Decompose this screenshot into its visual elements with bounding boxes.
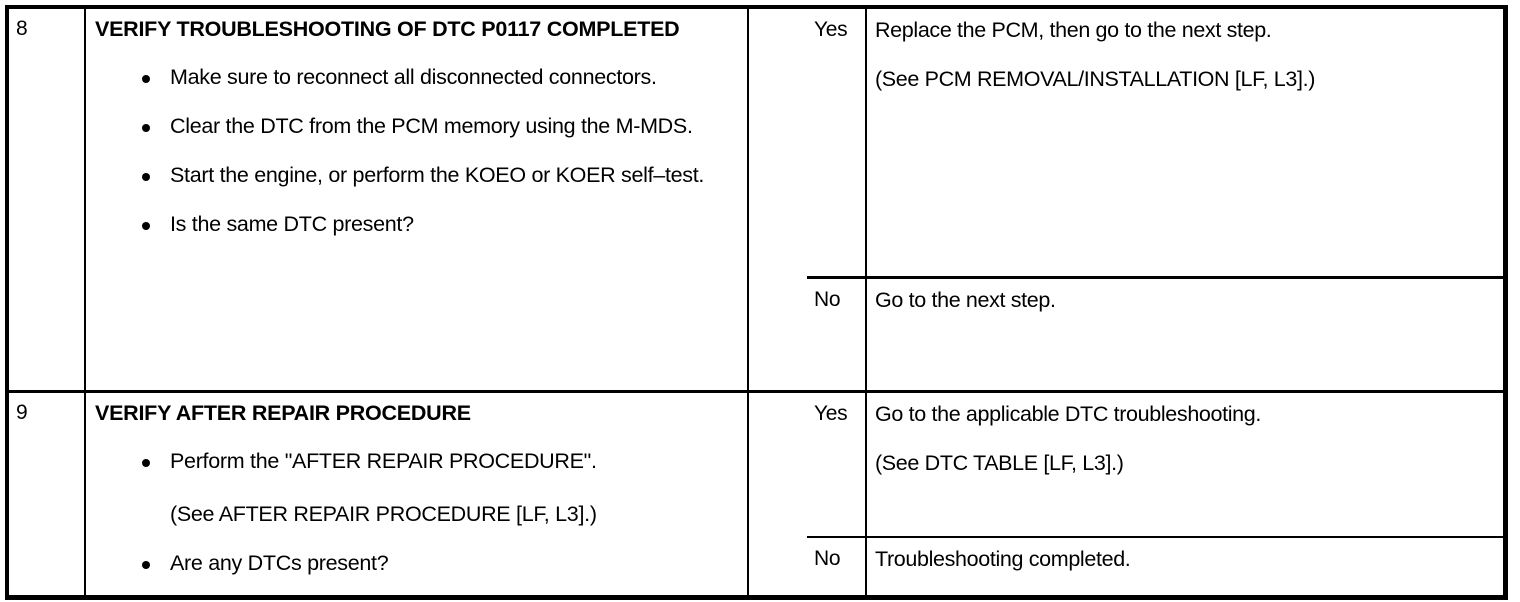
bullet-text: Start the engine, or perform the KOEO or…: [170, 163, 705, 187]
table-row: 9 VERIFY AFTER REPAIR PROCEDURE Perform …: [9, 390, 1503, 596]
bullet-text: Perform the "AFTER REPAIR PROCEDURE".: [170, 449, 597, 473]
answer-line-1: Replace the PCM, then go to the next ste…: [875, 18, 1272, 42]
list-item: Is the same DTC present?: [95, 210, 739, 239]
list-item: Make sure to reconnect all disconnected …: [95, 63, 739, 92]
step-heading: VERIFY TROUBLESHOOTING OF DTC P0117 COMP…: [95, 17, 680, 41]
step-inspection-cell: VERIFY AFTER REPAIR PROCEDURE Perform th…: [86, 393, 749, 596]
troubleshooting-table: 8 VERIFY TROUBLESHOOTING OF DTC P0117 CO…: [5, 5, 1508, 600]
bullet-text: Make sure to reconnect all disconnected …: [170, 65, 657, 89]
answer-line-1: Troubleshooting completed.: [875, 547, 1131, 571]
bullet-text: Is the same DTC present?: [170, 212, 414, 236]
step-action-cell: Yes Go to the applicable DTC troubleshoo…: [807, 393, 1503, 596]
answer-label: No: [814, 547, 841, 570]
step-heading: VERIFY AFTER REPAIR PROCEDURE: [95, 401, 471, 425]
list-item: Are any DTCs present?: [95, 549, 739, 578]
step-action-cell: Yes Replace the PCM, then go to the next…: [807, 9, 1503, 390]
step-number: 8: [16, 17, 28, 40]
answer-line-2: (See PCM REMOVAL/INSTALLATION [LF, L3].): [875, 67, 1316, 91]
list-item: Clear the DTC from the PCM memory using …: [95, 112, 739, 141]
list-item: Perform the "AFTER REPAIR PROCEDURE". (S…: [95, 447, 739, 529]
answer-label: Yes: [814, 18, 848, 41]
step-number: 9: [16, 401, 28, 424]
answer-row-yes: Yes Replace the PCM, then go to the next…: [807, 9, 1503, 276]
step-number-cell: 8: [9, 9, 86, 390]
column-divider: [865, 9, 867, 390]
answer-row-no: No Troubleshooting completed.: [807, 536, 1503, 599]
step-bullet-list: Perform the "AFTER REPAIR PROCEDURE". (S…: [95, 447, 739, 578]
answer-line-1: Go to the next step.: [875, 288, 1056, 312]
answer-label: Yes: [814, 402, 848, 425]
answer-line-2: (See DTC TABLE [LF, L3].): [875, 451, 1124, 475]
answer-text: Troubleshooting completed.: [865, 538, 1503, 599]
table-row: 8 VERIFY TROUBLESHOOTING OF DTC P0117 CO…: [9, 9, 1503, 390]
step-number-cell: 9: [9, 393, 86, 596]
bullet-subnote: (See AFTER REPAIR PROCEDURE [LF, L3].): [170, 502, 597, 526]
answer-text: Replace the PCM, then go to the next ste…: [865, 9, 1503, 276]
step-inspection-cell: VERIFY TROUBLESHOOTING OF DTC P0117 COMP…: [86, 9, 749, 390]
list-item: Start the engine, or perform the KOEO or…: [95, 161, 739, 190]
answer-text: Go to the next step.: [865, 279, 1503, 390]
column-divider: [865, 393, 867, 596]
bullet-text: Clear the DTC from the PCM memory using …: [170, 114, 693, 138]
answer-row-yes: Yes Go to the applicable DTC troubleshoo…: [807, 393, 1503, 536]
answer-text: Go to the applicable DTC troubleshooting…: [865, 393, 1503, 536]
answer-line-1: Go to the applicable DTC troubleshooting…: [875, 402, 1262, 426]
answer-label: No: [814, 288, 841, 311]
answer-row-no: No Go to the next step.: [807, 276, 1503, 390]
bullet-text: Are any DTCs present?: [170, 551, 389, 575]
step-bullet-list: Make sure to reconnect all disconnected …: [95, 63, 739, 239]
